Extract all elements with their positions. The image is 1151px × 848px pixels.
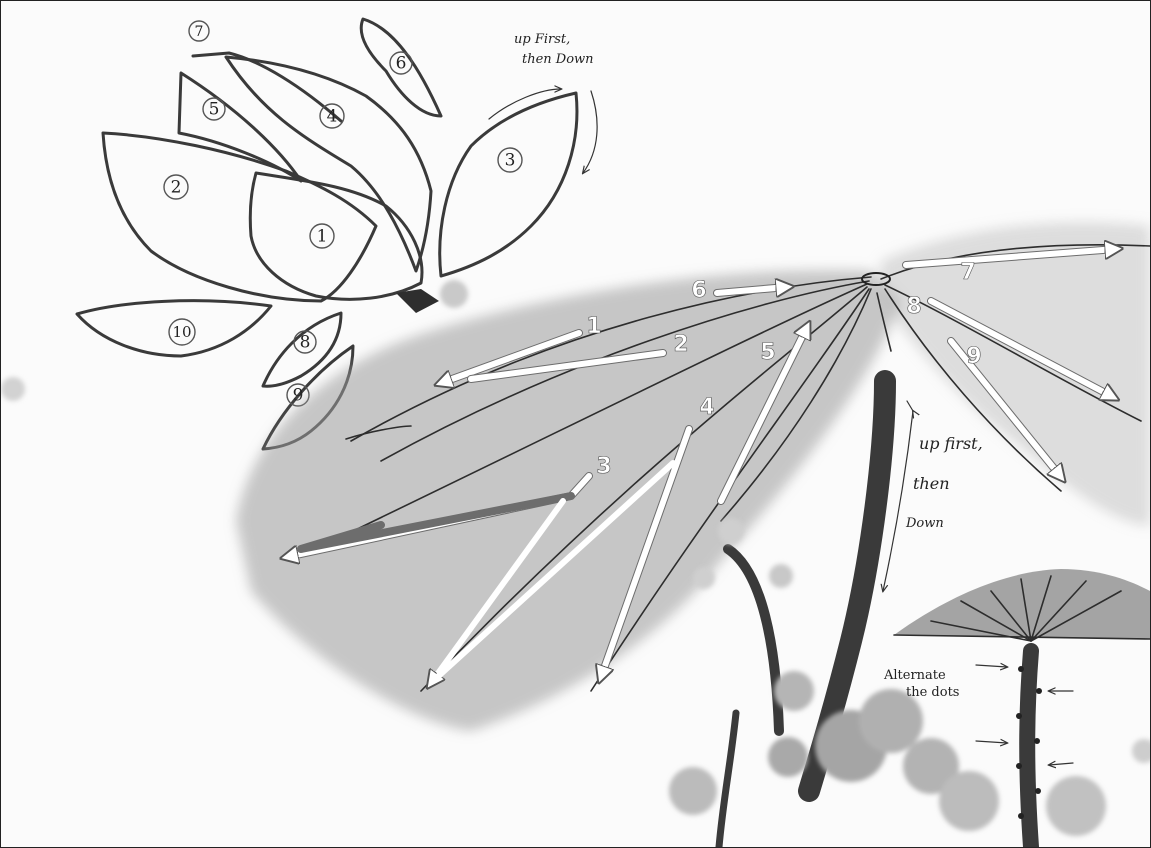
flower-note-line1: up First, [514, 32, 570, 47]
petal-2 [103, 133, 376, 301]
petal-label-9: 9 [293, 386, 304, 406]
leaf-num-7: 7 [960, 260, 975, 285]
dots-note-line2: the dots [906, 685, 959, 700]
flower-arrow-up [489, 89, 561, 119]
stem-arrow-up [907, 401, 913, 411]
flower-note-line2: then Down [522, 52, 594, 67]
leaf-num-8: 8 [906, 294, 921, 319]
petal-label-2: 2 [171, 178, 182, 198]
stem-note-line3: Down [905, 516, 944, 531]
petal-label-3: 3 [505, 151, 516, 171]
flower-base [396, 289, 439, 313]
leaf-num-5: 5 [760, 340, 775, 365]
leaf-num-1: 1 [586, 314, 601, 339]
side-leaf [894, 569, 1150, 641]
petal-label-1: 1 [317, 227, 328, 247]
dots-arrow-3 [976, 741, 1007, 743]
leaf-num-3: 3 [596, 454, 611, 479]
leaf-num-9: 9 [966, 344, 981, 369]
leaf-num-4: 4 [699, 395, 714, 420]
petal-label-8: 8 [300, 333, 311, 353]
petal-label-7: 7 [195, 24, 204, 40]
petal-1 [250, 173, 422, 299]
leaf-num-6: 6 [691, 278, 706, 303]
petal-label-5: 5 [209, 100, 220, 120]
flower-arrow-down [583, 91, 597, 173]
dots-arrow-4 [1049, 763, 1073, 765]
petal-5 [179, 73, 301, 181]
petal-3 [440, 93, 577, 276]
dots-note-line1: Alternate [883, 668, 946, 683]
petal-label-10: 10 [172, 323, 191, 341]
petal-label-4: 4 [327, 107, 338, 127]
stem-note-line1: up first, [919, 434, 983, 453]
leaf-num-2: 2 [673, 332, 688, 357]
petal-label-6: 6 [396, 54, 407, 74]
stem-note-line2: then [913, 474, 950, 493]
dots-arrow-1 [976, 665, 1007, 667]
